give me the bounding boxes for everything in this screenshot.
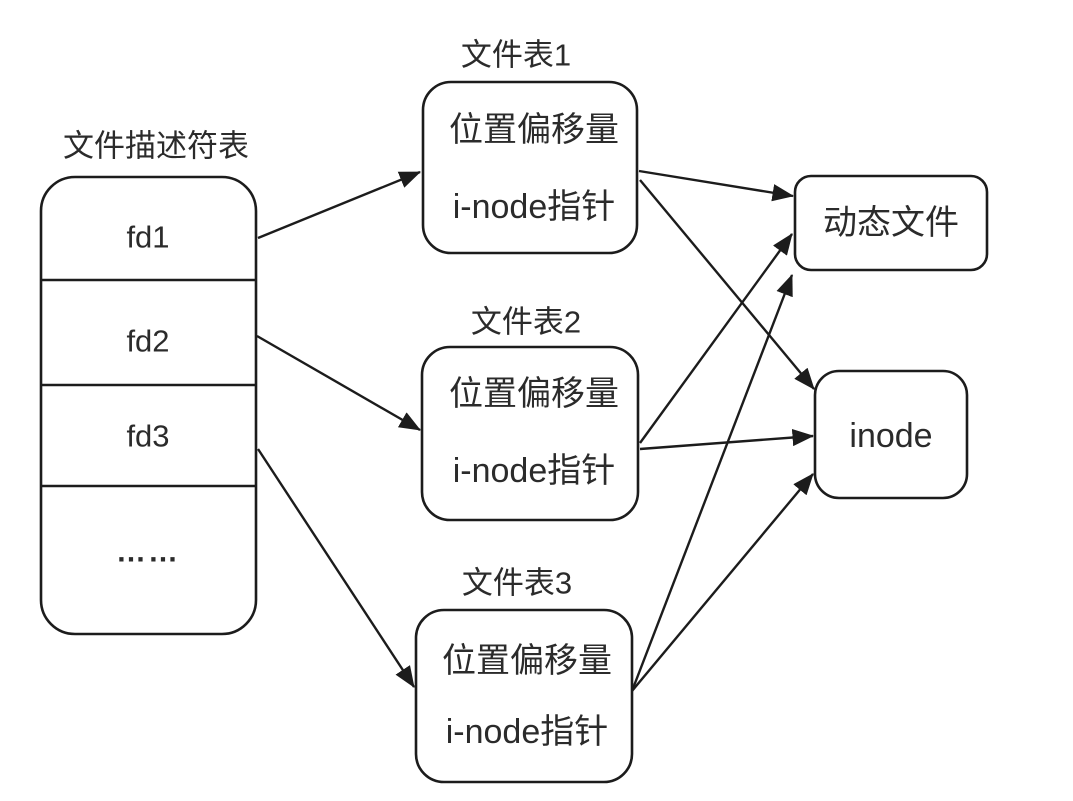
file-table-1: 文件表1 位置偏移量 i-node指针 [421,38,639,255]
edge-file-table1-to-inode [639,179,815,390]
file-table-1-box [421,80,639,255]
inode-node: inode [813,369,969,500]
fd-table: 文件描述符表 fd1 fd2 fd3 …… [39,129,258,636]
dynamic-file-node: 动态文件 [793,174,989,272]
inode-box [813,369,969,500]
edges [256,169,815,692]
file-table-1-inode-pointer-field: i-node指针 [453,188,616,226]
file-table-3-box [414,608,634,784]
dynamic-file-box [793,174,989,272]
fd-table-title: 文件描述符表 [63,129,249,164]
edge-file-table1-to-dynamic-file [638,169,795,202]
file-table-1-title: 文件表1 [461,38,571,73]
fd-table-box [39,175,258,636]
file-table-3-offset-field: 位置偏移量 [442,642,612,680]
edge-fd3-to-file-table3 [256,448,416,688]
edge-fd2-to-file-table2 [256,334,421,432]
edge-file-table3-to-dynamic-file [630,273,794,692]
inode-label: inode [849,417,932,455]
file-table-1-offset-field: 位置偏移量 [449,111,619,149]
dynamic-file-label: 动态文件 [823,204,959,242]
edge-file-table3-to-inode [631,473,814,692]
fd-row-label-fd2: fd2 [126,324,169,359]
fd-row-label-fd1: fd1 [126,220,169,255]
file-table-2-box [420,345,640,522]
file-table-2: 文件表2 位置偏移量 i-node指针 [420,305,640,522]
fd-row-label-fd3: fd3 [126,419,169,454]
file-table-3-inode-pointer-field: i-node指针 [446,713,609,751]
fd-row-label-ellipsis: …… [116,536,180,569]
file-table-3-title: 文件表3 [462,566,572,601]
file-table-3: 文件表3 位置偏移量 i-node指针 [414,566,634,784]
file-table-2-inode-pointer-field: i-node指针 [453,452,616,490]
file-table-2-title: 文件表2 [471,305,581,340]
edge-fd1-to-file-table1 [257,170,422,240]
file-table-2-offset-field: 位置偏移量 [449,375,619,413]
edge-file-table2-to-dynamic-file [639,233,793,444]
